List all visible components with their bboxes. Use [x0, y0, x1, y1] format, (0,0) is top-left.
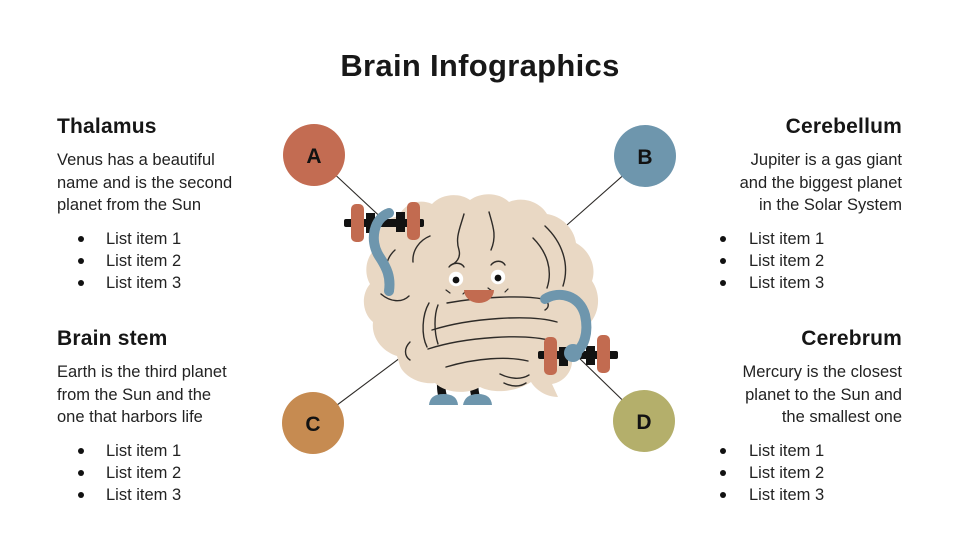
- brain-character: [363, 194, 599, 397]
- section-heading: Cerebellum: [785, 115, 902, 138]
- left-arm: [368, 208, 395, 296]
- marker-circles: A B C D: [282, 124, 676, 454]
- section-list: List item 1 List item 2 List item 3: [697, 228, 902, 294]
- section-list: List item 1 List item 2 List item 3: [57, 228, 262, 294]
- list-item: List item 2: [697, 250, 902, 272]
- list-item: List item 2: [697, 462, 902, 484]
- section-heading: Thalamus: [57, 115, 157, 138]
- list-item: List item 1: [697, 440, 902, 462]
- page-title: Brain Infographics: [340, 48, 620, 83]
- list-item: List item 2: [57, 462, 262, 484]
- dumbbell-right: [538, 335, 618, 375]
- list-item: List item 1: [57, 440, 262, 462]
- section-heading: Cerebrum: [801, 327, 902, 350]
- smile-mouth: [464, 290, 494, 303]
- dumbbell-right-weight: [597, 335, 610, 373]
- right-pupil: [494, 274, 502, 282]
- right-fist: [564, 344, 582, 362]
- list-item: List item 3: [57, 272, 262, 294]
- dumbbell-left-weight: [407, 202, 420, 240]
- dumbbell-right-weight: [544, 337, 557, 375]
- brain-face: [445, 260, 509, 303]
- marker-label-b: B: [637, 146, 652, 169]
- marker-label-d: D: [636, 411, 651, 434]
- section-list: List item 1 List item 2 List item 3: [697, 440, 902, 506]
- marker-circle-d: [613, 390, 675, 452]
- right-shoe: [463, 394, 492, 405]
- marker-circle-b: [614, 125, 676, 187]
- list-item: List item 3: [697, 484, 902, 506]
- left-pupil: [452, 276, 460, 284]
- dumbbell-left-weight: [351, 204, 364, 242]
- section-list: List item 1 List item 2 List item 3: [57, 440, 262, 506]
- left-shoe: [429, 394, 458, 405]
- list-item: List item 1: [697, 228, 902, 250]
- dumbbell-left-collar: [396, 212, 405, 232]
- list-item: List item 1: [57, 228, 262, 250]
- dumbbell-right-collar: [559, 347, 568, 366]
- right-eyelid: [490, 260, 506, 266]
- left-eyelid: [448, 262, 465, 268]
- marker-label-c: C: [305, 413, 320, 436]
- section-heading: Brain stem: [57, 327, 168, 350]
- marker-label-a: A: [306, 145, 321, 168]
- brain-arms: [368, 208, 592, 362]
- list-item: List item 3: [697, 272, 902, 294]
- list-item: List item 2: [57, 250, 262, 272]
- dumbbell-left: [344, 202, 424, 242]
- dumbbell-left-collar: [366, 213, 375, 233]
- dumbbell-right-collar: [586, 346, 595, 365]
- marker-circle-a: [283, 124, 345, 186]
- marker-circle-c: [282, 392, 344, 454]
- right-arm: [540, 290, 592, 358]
- list-item: List item 3: [57, 484, 262, 506]
